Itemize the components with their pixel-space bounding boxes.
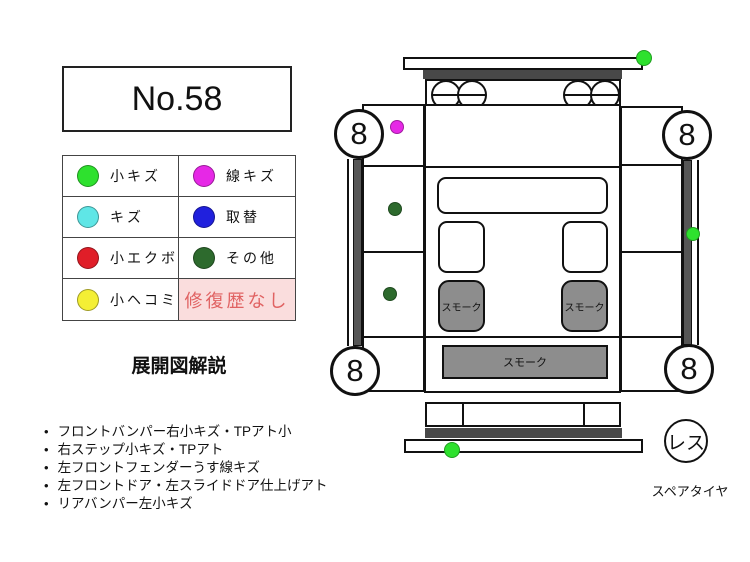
small-dent-dot-icon xyxy=(77,288,99,311)
legend-cell-scratch: キズ xyxy=(63,197,179,238)
wheel-front-right: 8 xyxy=(662,110,712,160)
smoked-window-right: スモーク xyxy=(561,280,608,332)
no-repair-history-cell: 修復歴なし xyxy=(179,279,295,320)
explanation-item: フロントバンパー右小キズ・TPアト小 xyxy=(44,423,364,441)
rear-bumper-bar xyxy=(425,428,622,438)
right-step xyxy=(683,160,692,345)
smoked-rear-window: スモーク xyxy=(442,345,608,379)
front-grille-bar xyxy=(423,70,622,79)
sheet-number-box: No.58 xyxy=(62,66,292,132)
spare-tire-caption: スペアタイヤ xyxy=(651,484,729,499)
front-window-left xyxy=(438,221,485,273)
legend-cell-small-dimple: 小エクボ xyxy=(63,238,179,279)
rear-bumper xyxy=(404,439,643,453)
wheel-size-label: 8 xyxy=(346,353,364,388)
smoke-label: スモーク xyxy=(564,302,605,314)
explanation-list: フロントバンパー右小キズ・TPアト小右ステップ小キズ・TPアト左フロントフェンダ… xyxy=(44,423,364,513)
line-scratch-dot-icon xyxy=(193,165,215,187)
front-bumper xyxy=(403,57,643,70)
legend-label: キズ xyxy=(110,209,144,225)
sheet-number: No.58 xyxy=(131,79,223,118)
hood-panel xyxy=(424,104,621,168)
left-step-outline xyxy=(347,159,349,346)
wheel-rear-right: 8 xyxy=(664,344,714,394)
panel-divider xyxy=(462,404,464,425)
smoke-label: スモーク xyxy=(503,357,547,369)
roof-panel: スモーク スモーク xyxy=(424,166,621,338)
explanation-item: 左フロントドア・左スライドドア仕上げアト xyxy=(44,477,364,495)
scratch-dot-icon xyxy=(77,206,99,228)
wheel-size-label: 8 xyxy=(678,117,696,152)
front-window-right xyxy=(562,221,608,273)
other-dot-icon xyxy=(193,247,215,269)
wheel-rear-left: 8 xyxy=(330,346,380,396)
wheel-size-label: 8 xyxy=(350,116,368,151)
legend-cell-replaced: 取替 xyxy=(179,197,295,238)
replaced-dot-icon xyxy=(193,206,215,228)
legend-label: 線キズ xyxy=(226,168,277,184)
right-front-door-panel xyxy=(620,164,683,253)
small-dimple-dot-icon xyxy=(77,247,99,269)
legend-label: 小キズ xyxy=(110,168,161,184)
legend-cell-line-scratch: 線キズ xyxy=(179,156,295,197)
panel-divider xyxy=(583,404,585,425)
legend-label: その他 xyxy=(226,250,277,266)
legend-cell-small-dent: 小ヘコミ xyxy=(63,279,179,320)
explanation-heading: 展開図解説 xyxy=(131,356,227,377)
legend-label: 小ヘコミ xyxy=(110,291,178,308)
windshield xyxy=(437,177,608,214)
smoke-label: スモーク xyxy=(441,302,482,314)
legend-cell-other: その他 xyxy=(179,238,295,279)
left-slide-door-panel xyxy=(362,251,425,338)
spare-tire-less-badge: レス xyxy=(664,419,708,463)
left-step xyxy=(353,159,362,346)
left-front-door-panel xyxy=(362,165,425,253)
rear-lower-panel xyxy=(425,402,621,427)
explanation-item: 左フロントフェンダーうす線キズ xyxy=(44,459,364,477)
smoked-window-left: スモーク xyxy=(438,280,485,332)
wheel-front-left: 8 xyxy=(334,109,384,159)
front-face-panel xyxy=(425,79,621,110)
legend-label: 取替 xyxy=(226,209,260,225)
no-repair-history-label: 修復歴なし xyxy=(184,290,290,311)
legend-label: 小エクボ xyxy=(110,250,178,266)
legend-table: 小キズ 線キズ キズ 取替 小エクボ その他 小ヘコミ 修復歴なし xyxy=(62,155,296,321)
right-step-outline xyxy=(697,160,699,345)
wheel-size-label: 8 xyxy=(680,351,698,386)
spare-tire-less-label: レス xyxy=(666,432,705,454)
explanation-item: 右ステップ小キズ・TPアト xyxy=(44,441,364,459)
legend-cell-small-scratch: 小キズ xyxy=(63,156,179,197)
rear-gate-panel: スモーク xyxy=(424,336,621,393)
small-scratch-dot-icon xyxy=(77,165,99,187)
right-slide-door-panel xyxy=(620,251,683,338)
explanation-item: リアバンパー左小キズ xyxy=(44,495,364,513)
